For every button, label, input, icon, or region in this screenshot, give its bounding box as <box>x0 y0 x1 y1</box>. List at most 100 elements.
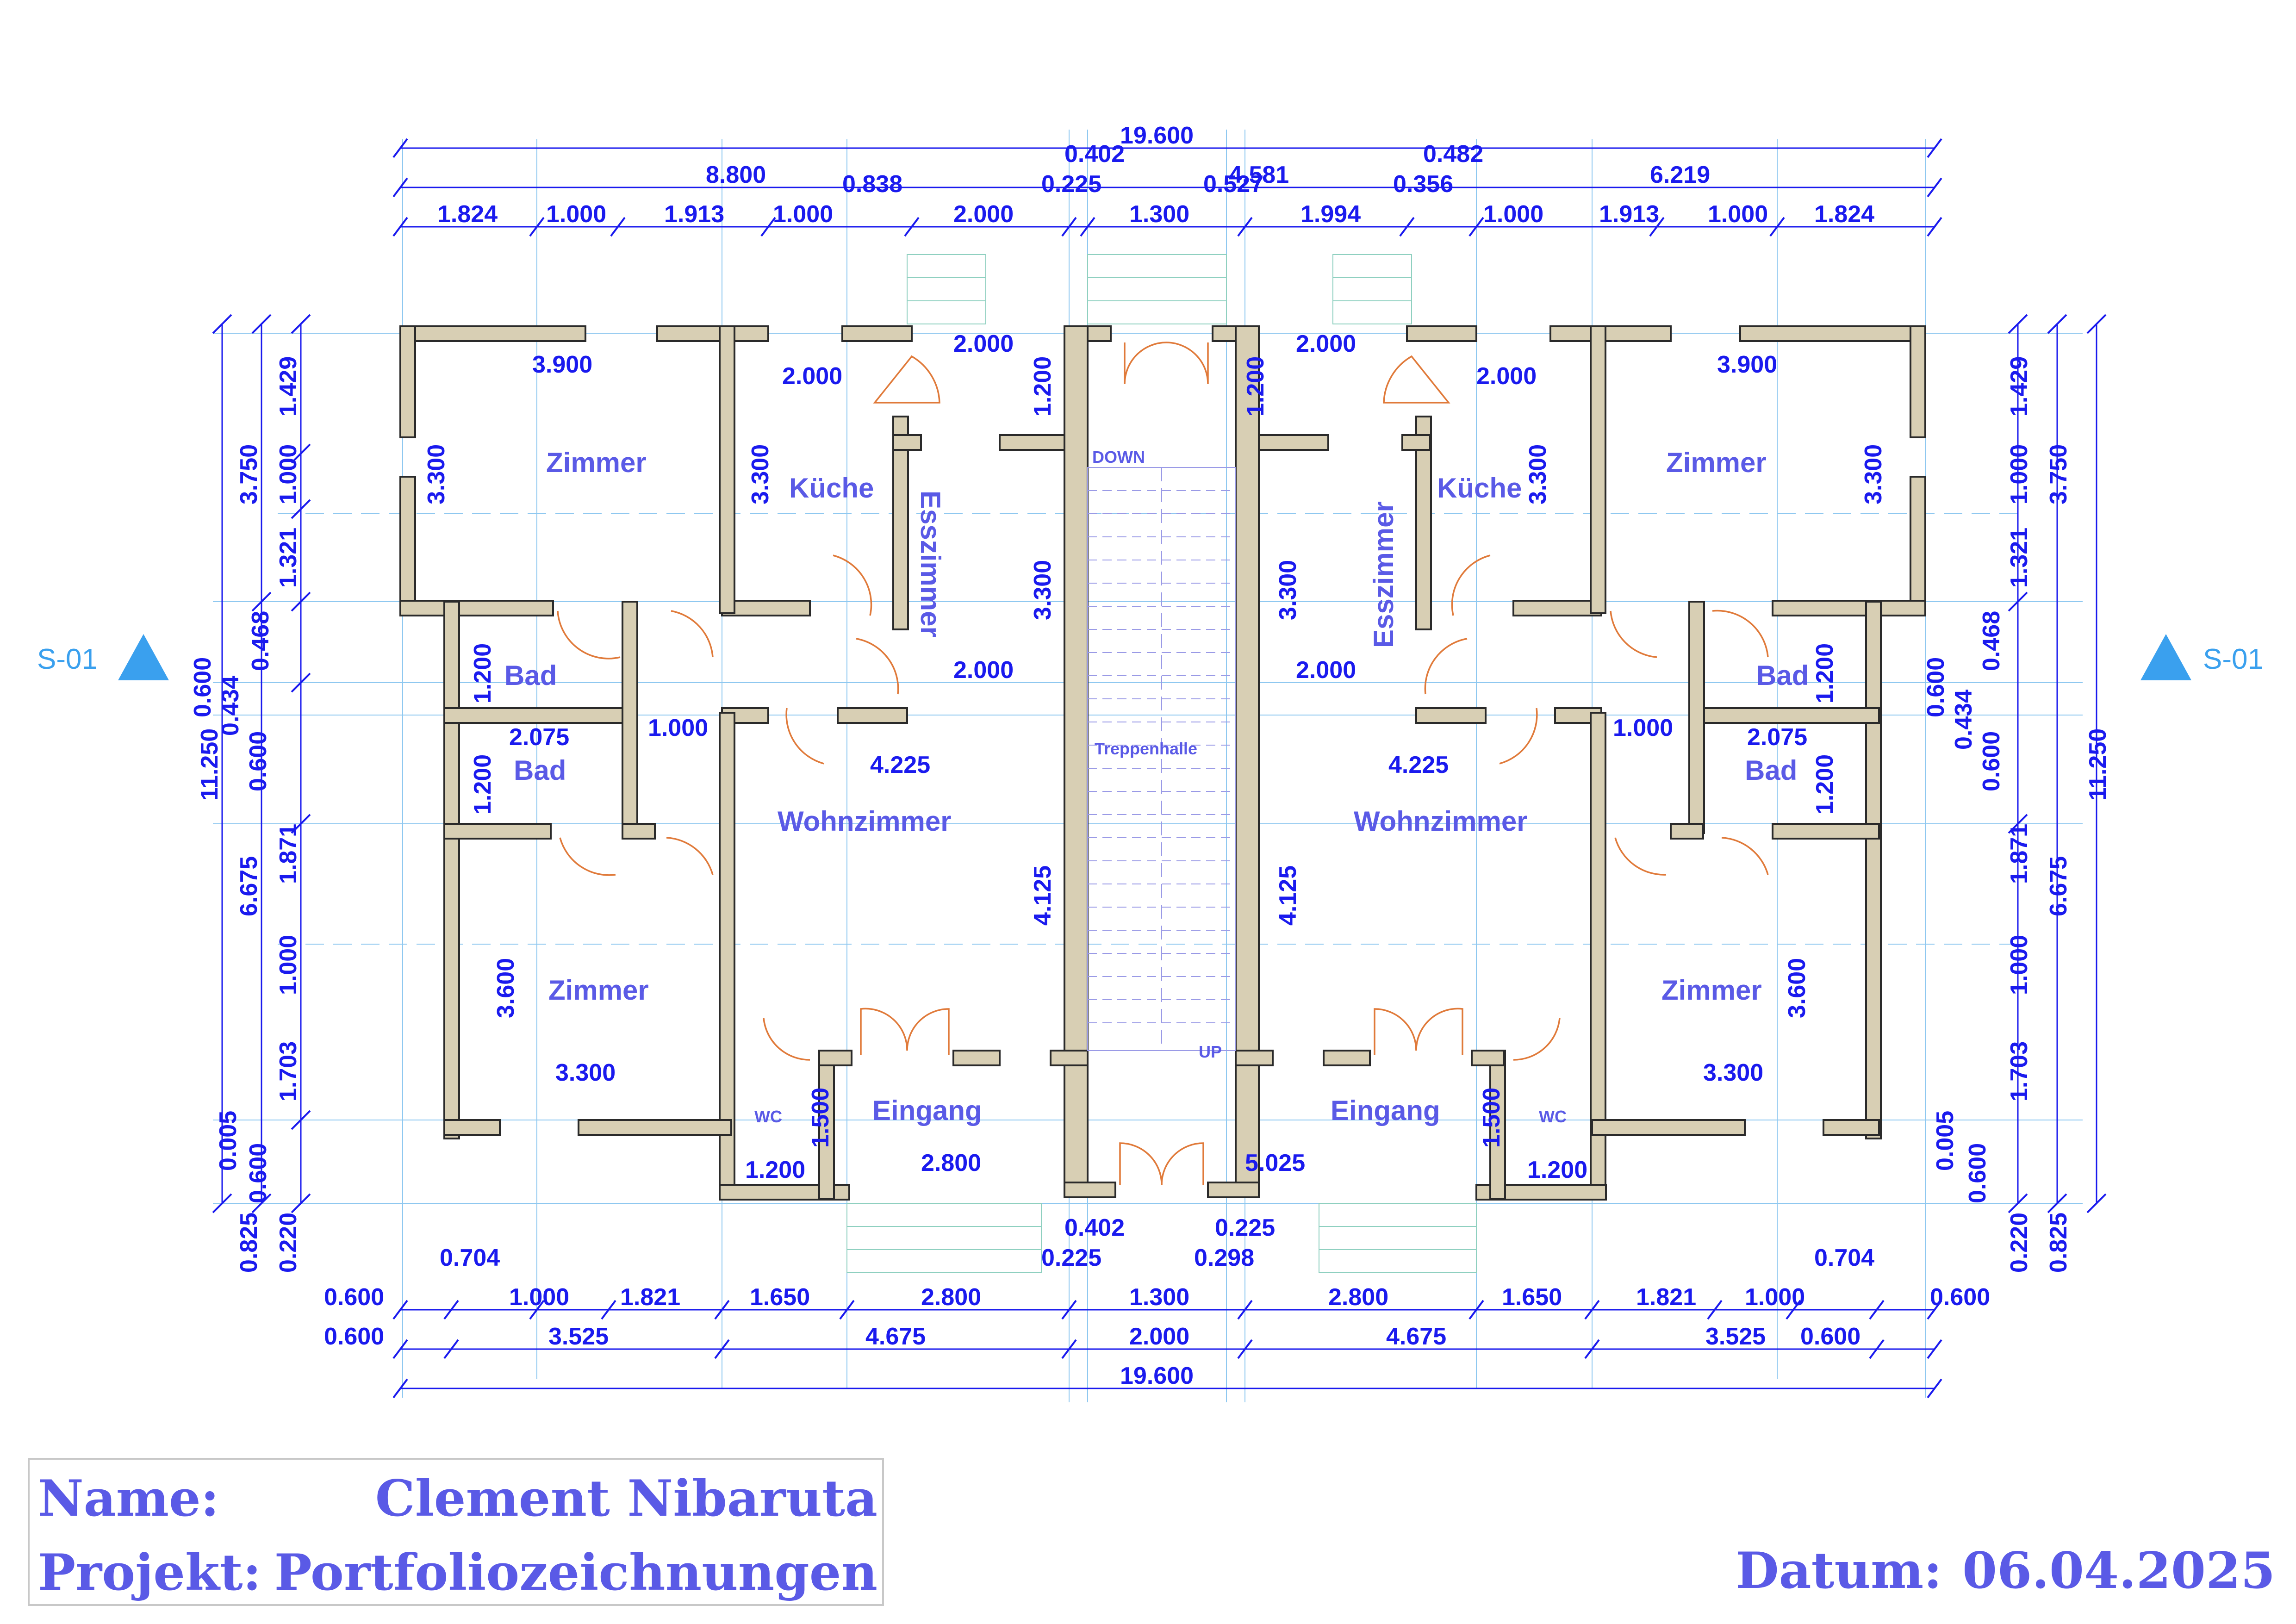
name-value: Clement Nibaruta <box>375 1469 877 1528</box>
section-marker-right-label: S-01 <box>2203 643 2264 675</box>
staircase: DOWN UP <box>1087 448 1236 1061</box>
dim-left-0005: 0.005 <box>215 1111 242 1171</box>
dim-top-row-9: 1.913 <box>1599 201 1659 228</box>
dim-bot-row1-5: 2.800 <box>921 1284 981 1311</box>
dim-left-0220: 0.220 <box>275 1213 302 1273</box>
dim-left-0600-c: 0.600 <box>245 1143 272 1203</box>
dim-bot-row2-5: 4.675 <box>1386 1323 1446 1350</box>
dim-left-0825: 0.825 <box>236 1213 262 1273</box>
dim-top-row-4: 1.000 <box>773 201 833 228</box>
dim-right-0600-a: 0.600 <box>1923 657 1949 717</box>
date-label: Datum: <box>1736 1542 1942 1600</box>
room-bad-2-left: Bad <box>514 755 566 786</box>
right-dimensions: 1.429 1.000 3.750 1.321 0.468 0.600 0.43… <box>1923 314 2111 1273</box>
name-label: Name: <box>38 1469 219 1528</box>
dim-left-0600-a: 0.600 <box>189 657 216 717</box>
dim-left-0600-b: 0.600 <box>245 731 272 791</box>
room-esszimmer-right: Esszimmer <box>1368 501 1399 648</box>
dim-3600-left: 3.600 <box>492 958 519 1018</box>
top-dimensions: 19.600 8.800 0.402 0.482 6.219 0.838 0.2… <box>392 122 1942 237</box>
dim-1200-bad-left: 1.200 <box>469 643 496 703</box>
dim-bot-total: 19.600 <box>1120 1363 1194 1389</box>
dim-4225-left: 4.225 <box>870 752 930 778</box>
room-eingang-right: Eingang <box>1331 1095 1440 1126</box>
dim-top-row-10: 1.000 <box>1708 201 1768 228</box>
dim-top-row-3: 1.913 <box>664 201 724 228</box>
dim-3300-zimmer-right: 3.300 <box>1860 444 1887 504</box>
dim-bot-row1-2: 1.000 <box>509 1284 569 1311</box>
dim-bot-0225-b: 0.225 <box>1041 1244 1101 1271</box>
project-value: Portfoliozeichnungen <box>274 1543 877 1602</box>
room-wohnzimmer-right: Wohnzimmer <box>1354 806 1528 837</box>
room-esszimmer-left: Esszimmer <box>915 491 946 637</box>
room-eingang-left: Eingang <box>872 1095 982 1126</box>
inner-dimensions: 3.900 3.900 2.000 2.000 2.000 2.000 2.00… <box>423 330 1887 1183</box>
stair-down-label: DOWN <box>1092 448 1145 467</box>
dim-left-3750: 3.750 <box>236 444 262 504</box>
dim-bot-row2-1: 0.600 <box>324 1323 384 1350</box>
dim-top-row-6: 1.300 <box>1129 201 1189 228</box>
dim-bot-0402: 0.402 <box>1064 1214 1125 1241</box>
dim-3600-right: 3.600 <box>1784 958 1811 1018</box>
dim-3300-zimmer-left: 3.300 <box>423 444 450 504</box>
room-treppenhalle: Treppenhalle <box>1095 739 1197 758</box>
dim-left-1429: 1.429 <box>275 356 302 417</box>
dim-top-0527: 0.527 <box>1203 171 1263 198</box>
dim-top-0838: 0.838 <box>842 171 902 198</box>
section-marker-left-triangle-icon <box>118 634 169 680</box>
dim-right-1000-bot: 1.000 <box>2006 935 2033 995</box>
dim-top-0225: 0.225 <box>1041 171 1101 198</box>
dim-top-6219: 6.219 <box>1650 162 1710 188</box>
dim-kueche-left: 2.000 <box>782 363 842 390</box>
dim-1200-bad-right: 1.200 <box>1811 643 1838 703</box>
dim-bot-row2-2: 3.525 <box>548 1323 609 1350</box>
dim-entry-left: 2.000 <box>953 330 1014 357</box>
dim-2075-left: 2.075 <box>509 724 569 751</box>
dim-left-0434: 0.434 <box>217 676 244 736</box>
dim-bot-0298: 0.298 <box>1194 1244 1254 1271</box>
bottom-dimensions: 0.402 0.225 0.225 0.298 0.704 0.704 0.60… <box>324 1214 1990 1399</box>
dim-3300-kueche-left: 3.300 <box>747 444 774 504</box>
room-kueche-right: Küche <box>1437 473 1522 504</box>
dim-entry-right: 2.000 <box>1296 330 1356 357</box>
room-labels: Zimmer Zimmer Küche Küche Esszimmer Essz… <box>504 447 1809 1126</box>
section-marker-right-triangle-icon <box>2140 634 2191 680</box>
section-markers: S-01 S-01 <box>37 634 2264 680</box>
dim-bot-row1-6: 1.300 <box>1129 1284 1189 1311</box>
dim-4125-right: 4.125 <box>1275 865 1301 926</box>
dim-4125-left: 4.125 <box>1029 865 1056 926</box>
dim-2075-right: 2.075 <box>1747 724 1807 751</box>
dim-3300-ess-left: 3.300 <box>1029 560 1056 620</box>
dim-top-row-8: 1.000 <box>1483 201 1543 228</box>
dim-right-1429: 1.429 <box>2006 356 2033 417</box>
dim-2800-eingang-left: 2.800 <box>921 1150 981 1176</box>
dim-bot-row2-6: 3.525 <box>1705 1323 1766 1350</box>
dim-right-0434: 0.434 <box>1950 690 1977 750</box>
dim-top-row-7: 1.994 <box>1300 201 1361 228</box>
room-zimmer-se: Zimmer <box>1661 975 1762 1006</box>
dim-left-11250: 11.250 <box>196 728 223 801</box>
dim-bot-row1-1: 0.600 <box>324 1284 384 1311</box>
dim-1200-left: 1.200 <box>1029 356 1056 417</box>
room-wc-right: WC <box>1539 1107 1567 1126</box>
dim-right-0600-c: 0.600 <box>1964 1143 1991 1203</box>
dim-top-0482: 0.482 <box>1423 141 1483 168</box>
dim-right-0825: 0.825 <box>2045 1213 2072 1273</box>
dim-1000-right: 1.000 <box>1613 715 1673 741</box>
project-label: Projekt: <box>38 1543 261 1602</box>
dim-bot-0704-right: 0.704 <box>1814 1244 1874 1271</box>
dim-3300-bottom-right: 3.300 <box>1703 1059 1763 1086</box>
room-wohnzimmer-left: Wohnzimmer <box>778 806 952 837</box>
dim-1200-wc-left: 1.200 <box>745 1157 805 1183</box>
dim-top-row-11: 1.824 <box>1814 201 1874 228</box>
dim-bot-row1-7: 2.800 <box>1328 1284 1388 1311</box>
room-bad-1-right: Bad <box>1756 660 1809 691</box>
dim-5025: 5.025 <box>1245 1150 1305 1176</box>
dim-bot-row1-11: 0.600 <box>1930 1284 1990 1311</box>
dim-1200-right: 1.200 <box>1242 356 1269 417</box>
dim-left-0468: 0.468 <box>247 611 274 671</box>
room-wc-left: WC <box>754 1107 782 1126</box>
dim-ess-bottom-left: 2.000 <box>953 657 1014 684</box>
dim-right-1321: 1.321 <box>2006 528 2033 588</box>
